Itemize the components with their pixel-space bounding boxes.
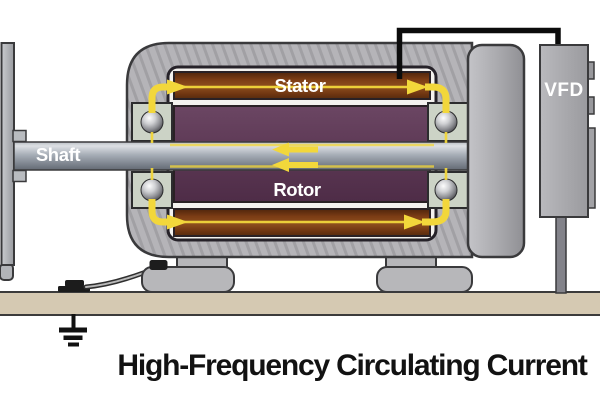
arrowhead-bottom-right bbox=[404, 214, 425, 230]
vfd-box bbox=[539, 44, 589, 218]
coupling-flange-bottom bbox=[12, 169, 27, 183]
ball-top-right bbox=[434, 110, 458, 134]
earth-ground-symbol bbox=[59, 314, 87, 347]
foot-pad-right bbox=[376, 266, 473, 293]
ball-top-left bbox=[140, 110, 164, 134]
vfd-unit: VFD bbox=[539, 44, 596, 218]
arrowhead-top-right bbox=[407, 79, 428, 95]
diagram-title: High-Frequency Circulating Current bbox=[117, 349, 587, 382]
ball-bottom-right bbox=[434, 178, 458, 202]
current-path bbox=[148, 79, 450, 230]
current-loop-top-right bbox=[425, 83, 450, 113]
current-loop-bottom-right bbox=[422, 199, 450, 226]
mounting-base bbox=[0, 291, 600, 316]
foot-pad-left bbox=[141, 266, 235, 293]
coupling-flange-top bbox=[12, 129, 27, 143]
current-loop-top-left bbox=[148, 83, 169, 113]
current-loop-bottom-left bbox=[148, 199, 169, 226]
ground-bolt bbox=[58, 280, 90, 292]
power-cable bbox=[396, 27, 561, 79]
motor-end-cap bbox=[466, 43, 526, 259]
shaft-arrow-upper bbox=[272, 142, 318, 157]
ball-bottom-left bbox=[140, 178, 164, 202]
stator-label: Stator bbox=[274, 75, 325, 96]
driven-machine-wall bbox=[0, 42, 27, 281]
vfd-stand bbox=[555, 215, 567, 294]
vfd-label: VFD bbox=[544, 80, 584, 101]
arrowhead-top-left bbox=[167, 79, 188, 95]
shaft-label: Shaft bbox=[36, 144, 80, 165]
vfd-tab-3 bbox=[587, 127, 596, 209]
rotor-label: Rotor bbox=[273, 179, 321, 200]
ground-strap-clamp bbox=[149, 260, 168, 270]
arrowhead-bottom-left bbox=[167, 214, 188, 230]
motor-feet bbox=[141, 254, 473, 293]
shaft-arrow-lower bbox=[272, 158, 318, 172]
